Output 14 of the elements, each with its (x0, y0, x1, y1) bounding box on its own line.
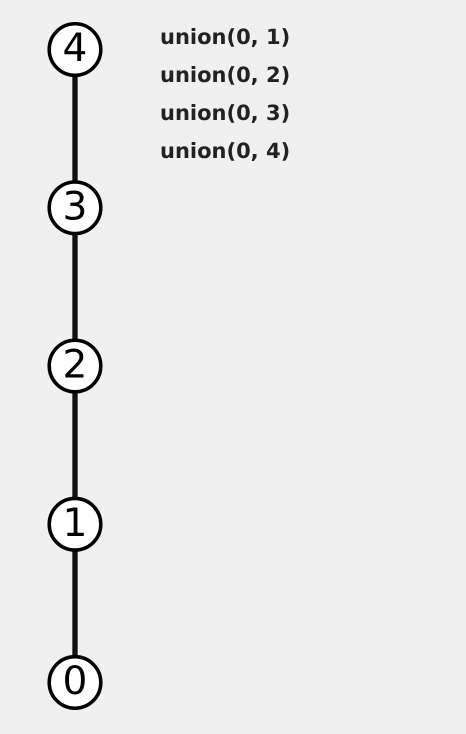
operation-text: union(0, 2) (160, 62, 290, 89)
operation-text: union(0, 3) (160, 100, 290, 127)
node-circle (47, 338, 103, 394)
node-circle (47, 22, 103, 78)
connector (72, 392, 78, 498)
operation-text: union(0, 4) (160, 138, 290, 165)
operation-text: union(0, 1) (160, 24, 290, 51)
node-circle (47, 496, 103, 552)
connector (72, 75, 78, 182)
tree-diagram: 4 3 2 1 0 (10, 6, 140, 726)
node-circle (47, 654, 103, 710)
connector (72, 234, 78, 340)
connector (72, 550, 78, 657)
node-circle (47, 180, 103, 236)
